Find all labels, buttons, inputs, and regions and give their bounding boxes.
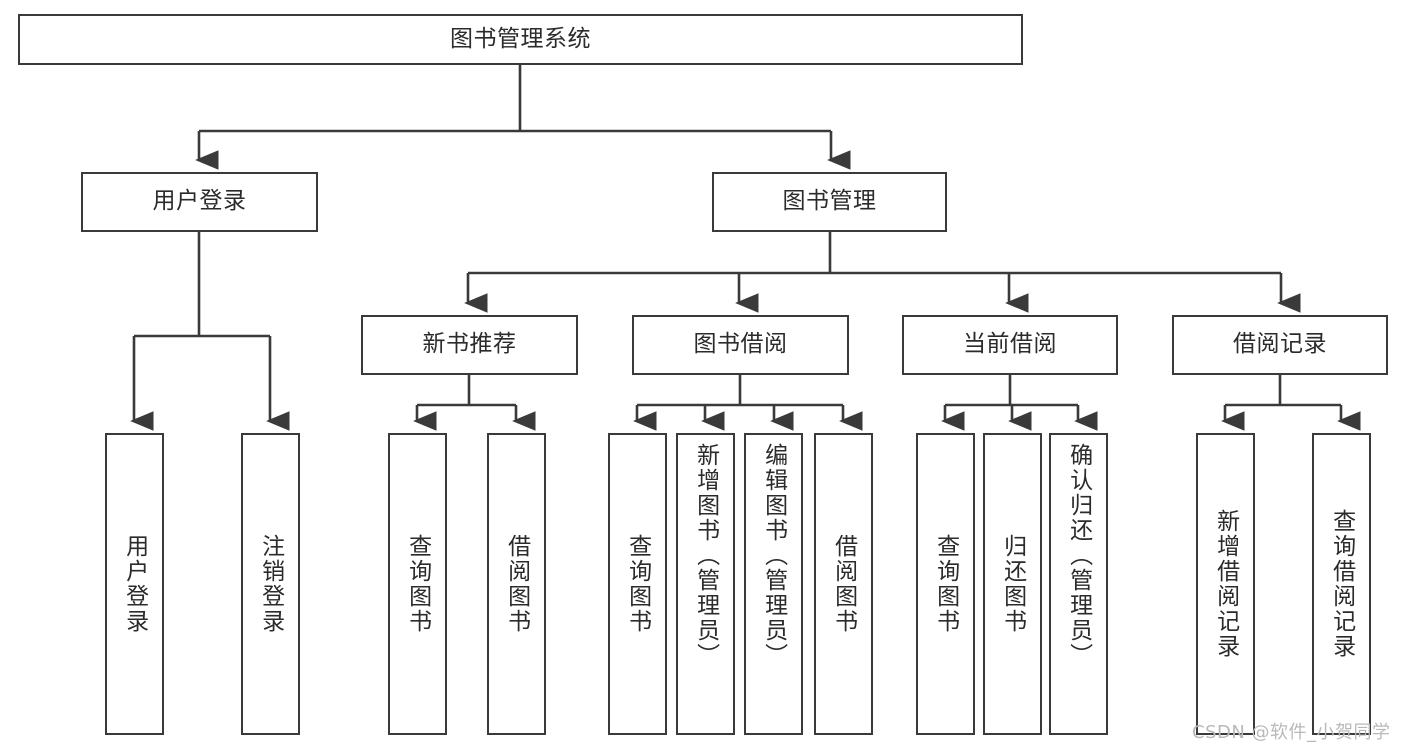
node-new-book-rec[interactable]: 新书推荐 [361, 315, 578, 375]
leaf-query-book-2[interactable]: 查询图书 [608, 433, 667, 735]
node-borrow-record-label: 借阅记录 [1233, 331, 1327, 358]
node-current-borrow-label: 当前借阅 [963, 331, 1057, 358]
leaf-query-book-1[interactable]: 查询图书 [388, 433, 447, 735]
leaf-query-borrow-record[interactable]: 查询借阅记录 [1312, 433, 1371, 735]
leaf-query-book-1-label: 查询图书 [404, 534, 431, 634]
node-root-label: 图书管理系统 [450, 25, 591, 52]
leaf-query-borrow-record-label: 查询借阅记录 [1328, 509, 1355, 659]
leaf-return-book-label: 归还图书 [999, 534, 1026, 634]
leaf-edit-book-label: 编辑图书（管理员） [760, 443, 787, 668]
node-book-manage[interactable]: 图书管理 [712, 172, 947, 232]
leaf-borrow-book-2[interactable]: 借阅图书 [814, 433, 873, 735]
leaf-borrow-book-2-label: 借阅图书 [830, 534, 857, 634]
leaf-return-book[interactable]: 归还图书 [983, 433, 1042, 735]
node-user-login-label: 用户登录 [152, 188, 247, 215]
leaf-add-borrow-record[interactable]: 新增借阅记录 [1196, 433, 1255, 735]
node-book-borrow-label: 图书借阅 [693, 331, 788, 358]
leaf-edit-book[interactable]: 编辑图书（管理员） [744, 433, 803, 735]
node-current-borrow[interactable]: 当前借阅 [902, 315, 1118, 375]
leaf-confirm-return-label: 确认归还（管理员） [1065, 443, 1092, 668]
leaf-borrow-book-1-label: 借阅图书 [503, 534, 530, 634]
leaf-user-login-label: 用户登录 [121, 534, 148, 634]
node-book-manage-label: 图书管理 [782, 188, 877, 215]
leaf-user-login[interactable]: 用户登录 [105, 433, 164, 735]
leaf-add-book[interactable]: 新增图书（管理员） [676, 433, 735, 735]
csdn-watermark: CSDN @软件_小贺同学 [1192, 722, 1391, 743]
leaf-logout-login[interactable]: 注销登录 [241, 433, 300, 735]
leaf-query-book-2-label: 查询图书 [624, 534, 651, 634]
leaf-query-book-3[interactable]: 查询图书 [916, 433, 975, 735]
node-book-borrow[interactable]: 图书借阅 [632, 315, 849, 375]
node-new-book-rec-label: 新书推荐 [422, 331, 517, 358]
leaf-borrow-book-1[interactable]: 借阅图书 [487, 433, 546, 735]
leaf-add-book-label: 新增图书（管理员） [692, 443, 719, 668]
leaf-logout-login-label: 注销登录 [257, 534, 284, 634]
node-borrow-record[interactable]: 借阅记录 [1172, 315, 1388, 375]
leaf-query-book-3-label: 查询图书 [932, 534, 959, 634]
node-user-login[interactable]: 用户登录 [81, 172, 318, 232]
leaf-confirm-return[interactable]: 确认归还（管理员） [1049, 433, 1108, 735]
leaf-add-borrow-record-label: 新增借阅记录 [1212, 509, 1239, 659]
node-root[interactable]: 图书管理系统 [18, 14, 1023, 65]
